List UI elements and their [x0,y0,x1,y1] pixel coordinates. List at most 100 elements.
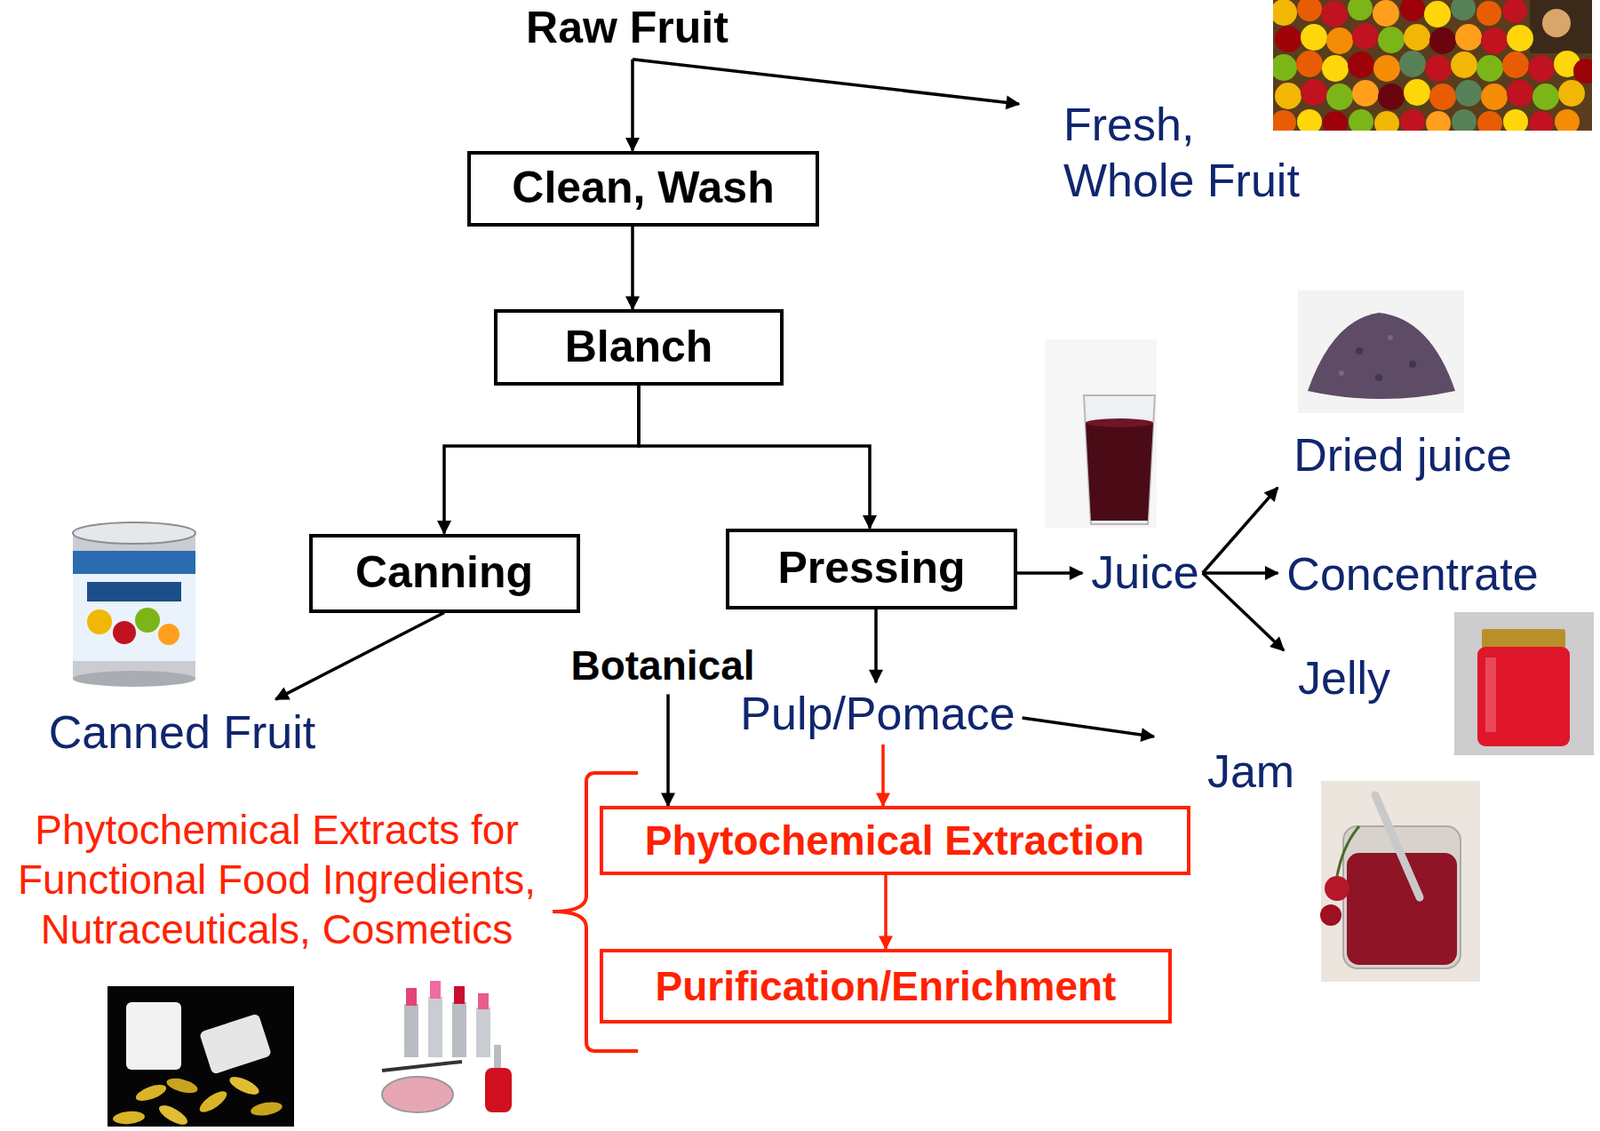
fruit-photo [1429,27,1457,55]
fruit-photo [1274,82,1302,110]
juice-glass [1044,339,1157,528]
fruit-photo [1273,54,1298,81]
flow-arrow [1202,571,1279,575]
cosmetics-photo [370,968,538,1127]
pills-photo [156,1101,191,1129]
flow-arrow [444,385,639,534]
fruit-photo [1347,51,1375,79]
cosmetics-photo [404,1003,419,1058]
flow-term: Pulp/Pomace [740,687,1015,741]
fruit-photo [1399,50,1426,78]
cosmetics-photo [452,1002,467,1058]
pills-photo [165,1075,200,1097]
flow-arrow [1022,717,1155,737]
fruit-photo [1400,0,1425,22]
can-photo [72,533,196,679]
product-note: Phytochemical Extracts for Functional Fo… [12,804,542,955]
jelly-jar [1477,646,1570,747]
fruit-photo [1400,109,1425,131]
cosmetics-photo [382,1061,462,1071]
can-photo [72,522,196,687]
node-label: Concentrate [1286,548,1538,602]
fruit-photo [1273,0,1298,26]
extraction-box: Phytochemical Extraction [599,805,1191,876]
node-label: Dried juice [1293,429,1513,483]
powder-photo [1297,290,1465,414]
pills-photo [126,1002,182,1070]
flow-arrow [275,612,445,701]
fruit-photo [1424,55,1452,82]
fruit-photo [1502,51,1529,79]
fruit-photo [1300,23,1328,51]
node-label: Purification/Enrichment [655,963,1117,1011]
fruit-photo [1450,51,1478,79]
flow-arrow [874,609,878,684]
fruit-photo [1528,55,1555,82]
jelly-jar [1481,628,1566,649]
node-label: Clean, Wash [511,162,774,215]
fruit-photo [1506,24,1534,52]
fruit-photo [1377,26,1405,54]
node-label: Canned Fruit [48,706,317,760]
can-photo [112,620,136,645]
juice-glass [1044,339,1157,528]
process-box: Blanch [493,309,784,386]
jam-photo [1337,826,1360,876]
flow-term: Juice [1090,546,1199,600]
node-label: Pressing [777,542,965,595]
cosmetics-photo [429,980,441,999]
fruit-photo [1273,110,1297,131]
cosmetics-photo [428,996,443,1058]
can-photo [87,581,182,602]
flow-arrow [630,59,635,152]
fruit-photo [1477,111,1503,131]
fruit-photo [1374,111,1400,131]
flow-term: Concentrate [1286,548,1538,602]
can-photo [135,607,160,633]
fruit-photo [1326,83,1354,111]
can-photo [72,670,196,687]
flow-term: Jelly [1297,652,1391,706]
fruit-photo [1476,0,1502,26]
pills-photo [249,1099,284,1118]
fruit-photo [1403,79,1431,106]
flow-term: Botanical [570,642,755,690]
node-label: Juice [1090,546,1199,600]
fruit-photo [1373,55,1401,82]
fruit-photo [1450,0,1476,21]
node-label: Jelly [1297,652,1391,706]
fruit-photo [1352,23,1379,50]
fruit-photo [1300,79,1328,106]
cosmetics-photo [370,968,538,1127]
powder-photo [1355,347,1363,355]
fruit-photo [1274,25,1302,53]
fruit-photo [1558,79,1585,107]
fruit-photo [1528,111,1554,131]
fruit-photo [1297,0,1322,22]
fruit-photo [1348,109,1374,131]
fruit-photo [1529,0,1593,54]
can-photo [72,550,196,574]
flow-arrow [638,385,870,529]
process-box: Canning [309,533,581,613]
fruit-photo [1321,55,1349,82]
flow-arrow [1202,487,1278,574]
cosmetics-photo [477,993,489,1010]
flow-term: Fresh, Whole Fruit [1063,96,1322,209]
process-box: Pressing [725,528,1018,610]
jam-photo [1320,780,1481,982]
fruit-photo [1455,23,1482,51]
fruit-photo [1554,109,1580,131]
fruit-photo [1273,0,1593,131]
extraction-box: Purification/Enrichment [599,948,1172,1024]
fruit-photo [1429,83,1457,111]
fruit-photo [1321,0,1348,28]
node-label: Canning [355,547,534,599]
flow-arrow [1202,573,1284,651]
pills-photo [107,986,295,1127]
node-label: Raw Fruit [525,2,729,55]
powder-photo [1408,360,1417,368]
powder-photo [1338,370,1345,376]
node-label: Phytochemical Extraction [644,817,1145,865]
